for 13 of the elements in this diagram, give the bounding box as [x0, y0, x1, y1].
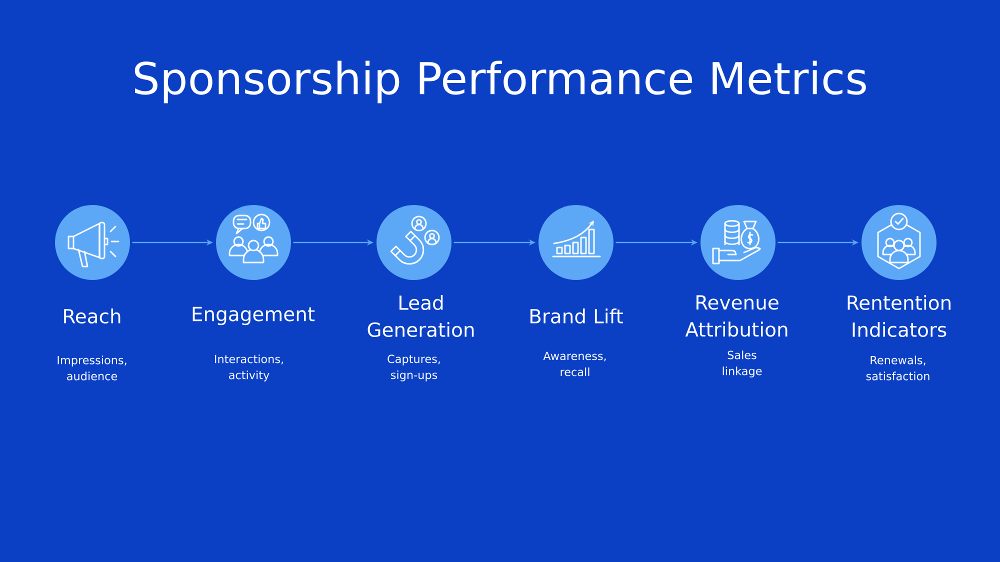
- stage-description: Captures, sign-ups: [388, 354, 440, 382]
- stage-heading: Engagement: [192, 306, 315, 326]
- title: Sponsorship Performance Metrics: [134, 60, 866, 104]
- stage-description: Renewals, satisfaction: [866, 356, 930, 380]
- stage-heading: Reach: [64, 308, 120, 324]
- stage-description: Interactions, activity: [215, 354, 283, 382]
- stage-heading: Revenue Attribution: [685, 295, 788, 337]
- stage-description: Impressions, audience: [58, 356, 126, 380]
- stage-heading: Brand Lift: [530, 308, 623, 324]
- stage-description: Awareness, recall: [543, 352, 606, 376]
- stage-heading: Rentention Indicators: [848, 294, 950, 338]
- stage-description: Sales linkage: [722, 350, 762, 378]
- stage-heading: Lead Generation: [368, 294, 474, 338]
